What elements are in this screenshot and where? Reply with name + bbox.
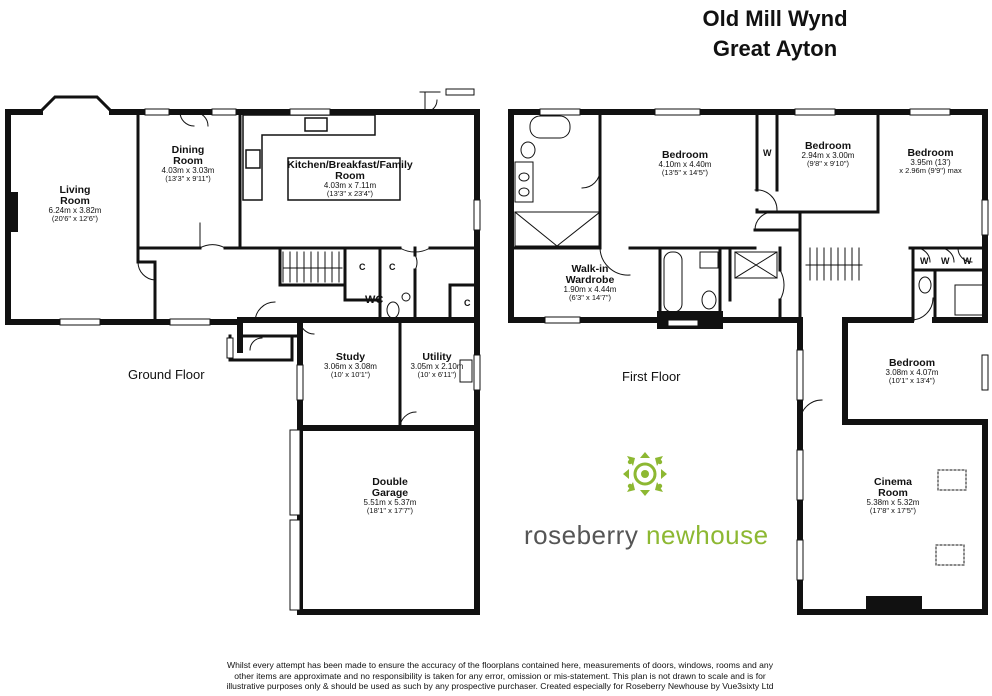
ground-floor-label: Ground Floor: [128, 367, 205, 382]
room-bedroom-2-imp: (9'8" x 9'10"): [807, 159, 849, 169]
disclaimer-line-2: other items are approximate and no respo…: [234, 670, 766, 681]
room-utility-dim: 3.05m x 2.10m: [410, 362, 464, 372]
first-windows: [539, 108, 989, 581]
room-kitchen-name2: Room: [335, 170, 365, 183]
room-wc-label: WC: [365, 294, 384, 306]
room-study-name: Study: [335, 351, 366, 363]
room-bedroom-3-dim: 3.95m (13'): [910, 158, 951, 168]
room-kitchen-dim: 4.03m x 7.11m: [323, 181, 377, 191]
room-bedroom-1-name: Bedroom: [661, 149, 709, 161]
cinema-screen: [866, 596, 922, 610]
kitchen-counter: [242, 114, 401, 201]
wardrobe-label-4: W: [963, 256, 972, 266]
room-study: Study 3.06m x 3.08m (10' x 10'1"): [303, 351, 398, 380]
room-cinema: Cinema Room 5.38m x 5.32m (17'8" x 17'5"…: [843, 476, 943, 516]
room-walkin-name2: Wardrobe: [565, 274, 615, 287]
room-bedroom-1-dim: 4.10m x 4.40m: [658, 160, 712, 170]
room-bedroom-3-name: Bedroom: [907, 147, 954, 159]
room-bedroom-2: Bedroom 2.94m x 3.00m (9'8" x 9'10"): [778, 140, 878, 169]
disclaimer-line-1: Whilst every attempt has been made to en…: [227, 660, 773, 670]
room-cinema-name2: Room: [878, 487, 908, 500]
room-utility-name: Utility: [422, 351, 452, 363]
room-bedroom-4: Bedroom 3.08m x 4.07m (10'1" x 13'4"): [862, 357, 962, 386]
first-doors: [581, 169, 973, 423]
room-bedroom-4-imp: (10'1" x 13'4"): [888, 376, 936, 386]
room-bedroom-1: Bedroom 4.10m x 4.40m (13'5" x 14'5"): [635, 149, 735, 178]
room-bedroom-3-imp: x 2.96m (9'9") max: [899, 166, 962, 176]
room-cinema-dim: 5.38m x 5.32m: [866, 498, 920, 508]
brand-wordmark-part2: newhouse: [646, 520, 769, 550]
room-living-name1: Living: [59, 184, 91, 196]
wardrobe-label-3: W: [941, 256, 950, 266]
room-dining-name2: Room: [173, 155, 203, 168]
room-bedroom-1-imp: (13'5" x 14'5"): [661, 168, 709, 178]
first-bath-fixtures: [514, 115, 984, 316]
disclaimer-line-3: illustrative purposes only & should be u…: [226, 681, 774, 692]
room-garage-imp: (18'1" x 17'7"): [366, 506, 414, 516]
ground-floor-inner-walls: [136, 110, 479, 430]
room-living-dim: 6.24m x 3.82m: [48, 206, 102, 216]
room-bedroom-2-dim: 2.94m x 3.00m: [801, 151, 855, 161]
room-walkin-wardrobe: Walk-in Wardrobe 1.90m x 4.44m (6'3" x 1…: [545, 263, 635, 303]
room-study-dim: 3.06m x 3.08m: [324, 362, 377, 372]
cupboard-label-3: C: [464, 298, 471, 308]
room-dining-dim: 4.03m x 3.03m: [161, 166, 215, 176]
room-cinema-imp: (17'8" x 17'5"): [869, 506, 917, 516]
room-garage-name1: Double: [372, 476, 408, 488]
brand-wordmark: roseberry newhouse: [524, 520, 769, 551]
cupboard-label-1: C: [359, 262, 366, 272]
room-garage-name2: Garage: [371, 487, 409, 500]
wardrobe-label-2: W: [920, 256, 929, 266]
first-floor-label: First Floor: [622, 369, 681, 384]
cupboard-label-2: C: [389, 262, 396, 272]
room-garage: Double Garage 5.51m x 5.37m (18'1" x 17'…: [330, 476, 450, 516]
room-kitchen-name1: Kitchen/Breakfast/Family: [287, 159, 413, 171]
fireplace: [8, 192, 18, 232]
property-title-town: Great Ayton: [712, 36, 838, 61]
disclaimer-text: Whilst every attempt has been made to en…: [120, 660, 880, 692]
room-study-imp: (10' x 10'1"): [330, 370, 371, 380]
room-living-name2: Room: [60, 195, 90, 208]
ground-windows: [59, 88, 481, 611]
room-utility-imp: (10' x 6'11"): [417, 370, 457, 380]
cinema-skylights: [935, 469, 967, 566]
first-stairs: [805, 247, 863, 281]
wc-fixtures: [386, 292, 473, 383]
room-dining-imp: (13'3" x 9'11"): [165, 174, 211, 184]
room-garage-dim: 5.51m x 5.37m: [363, 498, 417, 508]
brand-wordmark-part1: roseberry: [524, 520, 647, 550]
room-bedroom-3: Bedroom 3.95m (13') x 2.96m (9'9") max: [878, 147, 983, 176]
brand-logo-emblem: [623, 452, 667, 496]
ground-doors: [137, 91, 441, 429]
room-dining-name1: Dining: [171, 144, 205, 156]
property-title-street: Old Mill Wynd: [702, 6, 848, 31]
room-dining: Dining Room 4.03m x 3.03m (13'3" x 9'11"…: [138, 144, 238, 184]
room-walkin-name1: Walk-in: [571, 263, 609, 275]
ground-stairs: [282, 251, 343, 283]
room-bedroom-4-name: Bedroom: [888, 357, 936, 369]
room-walkin-dim: 1.90m x 4.44m: [563, 285, 617, 295]
room-living: Living Room 6.24m x 3.82m (20'6" x 12'6"…: [25, 184, 125, 224]
wardrobe-label-1: W: [763, 148, 772, 158]
room-bedroom-4-dim: 3.08m x 4.07m: [885, 368, 939, 378]
room-kitchen-imp: (13'3" x 23'4"): [326, 189, 374, 199]
room-kitchen: Kitchen/Breakfast/Family Room 4.03m x 7.…: [285, 159, 415, 199]
room-bedroom-2-name: Bedroom: [804, 140, 852, 152]
room-living-imp: (20'6" x 12'6"): [51, 214, 99, 224]
room-utility: Utility 3.05m x 2.10m (10' x 6'11"): [402, 351, 472, 380]
room-cinema-name1: Cinema: [874, 476, 912, 488]
room-walkin-imp: (6'3" x 14'7"): [569, 293, 611, 303]
